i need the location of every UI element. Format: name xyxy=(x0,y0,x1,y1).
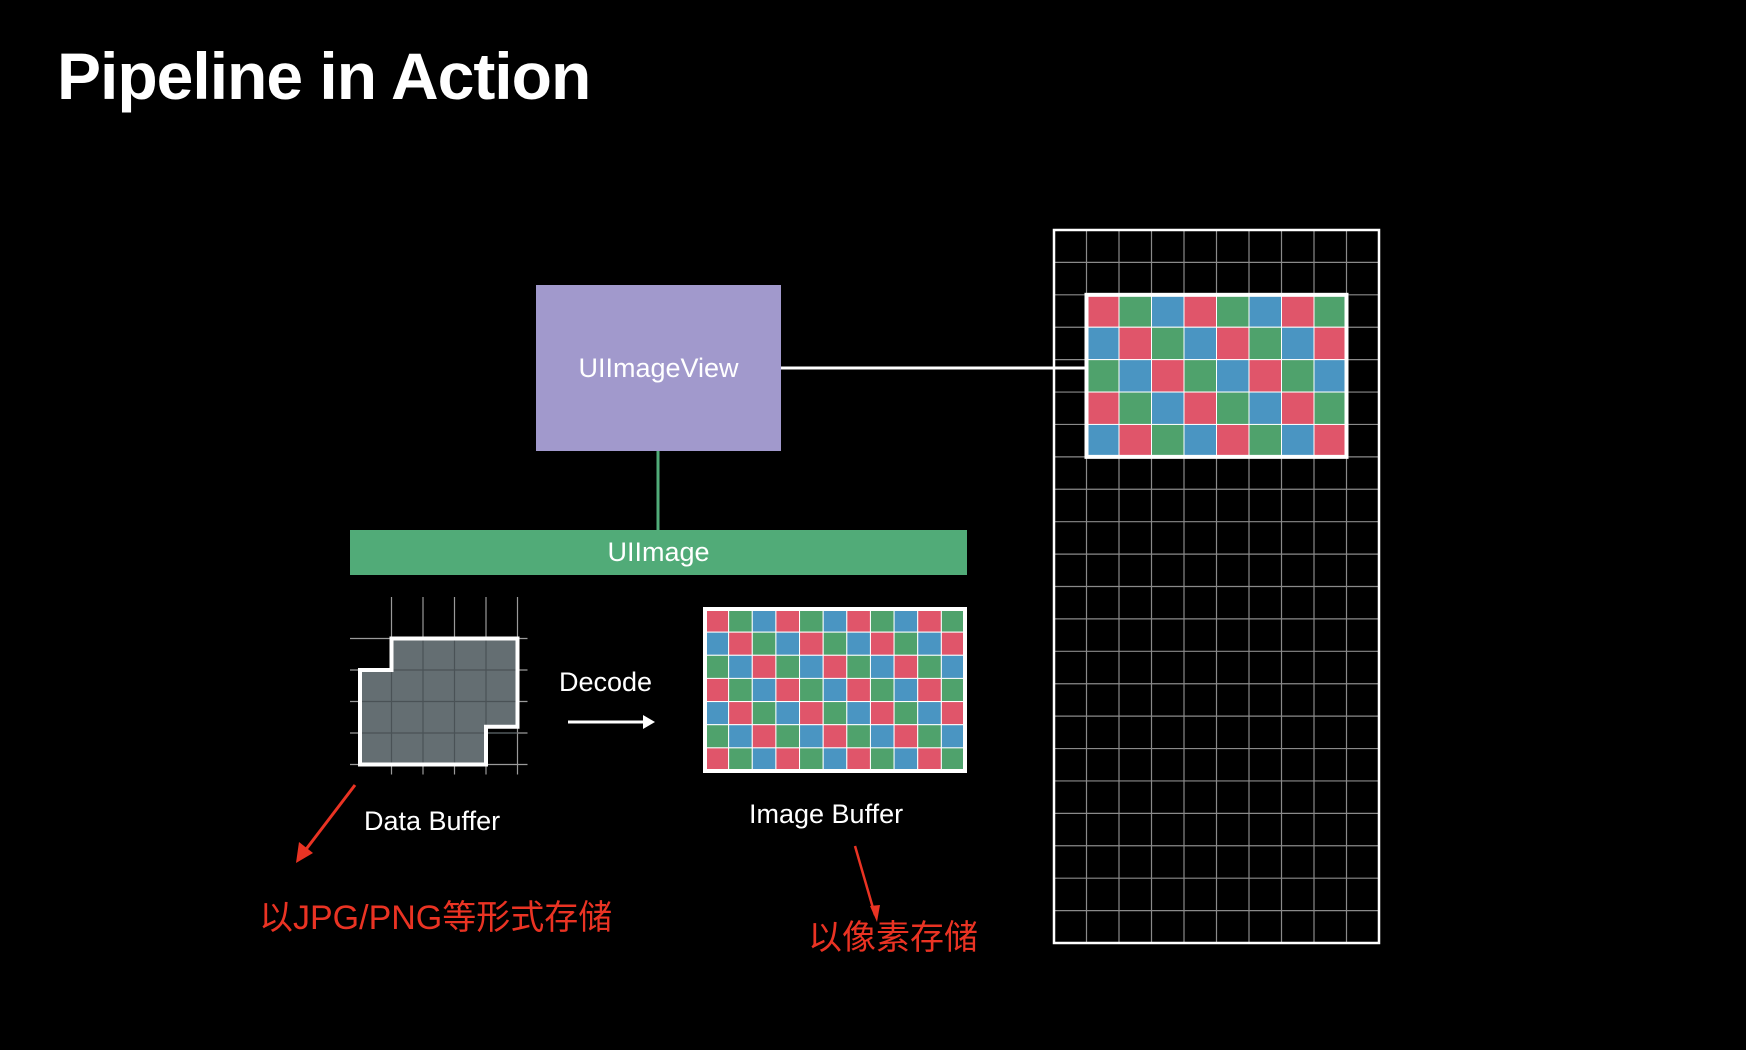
uiimageview-box: UIImageView xyxy=(536,285,781,451)
frame-pixel-cell xyxy=(1118,294,1152,328)
frame-pixel-cell xyxy=(1313,359,1347,393)
frame-pixel-cell xyxy=(1313,326,1347,361)
uiimage-bar: UIImage xyxy=(350,530,967,575)
image-buffer-graphic xyxy=(703,607,967,773)
uiimage-label: UIImage xyxy=(607,537,710,567)
frame-pixel-cell xyxy=(1183,391,1217,425)
frame-pixel-cell xyxy=(1313,391,1347,425)
uiimageview-label: UIImageView xyxy=(578,352,739,383)
decode-arrow-head xyxy=(643,715,655,729)
frame-buffer-graphic xyxy=(1052,228,1381,945)
frame-pixel-cell xyxy=(1248,423,1282,458)
frame-pixel-cell xyxy=(1183,423,1217,458)
data-buffer-graphic xyxy=(350,597,528,775)
frame-pixel-cell xyxy=(1248,326,1282,361)
data-buffer-border xyxy=(358,636,520,767)
image-buffer-annotation-arrowhead xyxy=(870,905,880,922)
frame-pixel-cell xyxy=(1216,359,1250,393)
frame-pixel-cell xyxy=(1151,391,1185,425)
frame-region-border xyxy=(1084,292,1349,459)
decode-label: Decode xyxy=(559,667,653,697)
frame-pixel-cell xyxy=(1086,294,1120,328)
image-buffer-note: 以像素存储 xyxy=(808,919,978,957)
data-buffer-annotation-arrow xyxy=(302,784,357,853)
frame-pixel-cell xyxy=(1183,326,1217,361)
image-buffer-border xyxy=(703,607,967,773)
frame-pixel-cell xyxy=(1216,423,1250,458)
frame-pixel-cell xyxy=(1151,326,1185,361)
data-buffer-label: Data Buffer xyxy=(364,806,501,836)
frame-pixel-cell xyxy=(1086,326,1120,361)
frame-pixel-cell xyxy=(1281,326,1315,361)
frame-pixel-cell xyxy=(1118,326,1152,361)
frame-pixel-cell xyxy=(1183,359,1217,393)
image-buffer-label: Image Buffer xyxy=(749,799,904,829)
image-buffer-annotation-arrow xyxy=(853,845,877,916)
frame-pixel-cell xyxy=(1313,423,1347,458)
data-buffer-annotation-arrowhead xyxy=(296,842,313,863)
slide-title: Pipeline in Action xyxy=(57,39,591,113)
frame-pixel-cell xyxy=(1183,294,1217,328)
frame-pixel-cell xyxy=(1248,391,1282,425)
frame-buffer-border xyxy=(1052,228,1381,945)
data-buffer-note: 以JPG/PNG等形式存储 xyxy=(259,899,613,937)
frame-pixel-cell xyxy=(1248,359,1282,393)
frame-pixel-cell xyxy=(1151,423,1185,458)
frame-pixel-cell xyxy=(1281,294,1315,328)
